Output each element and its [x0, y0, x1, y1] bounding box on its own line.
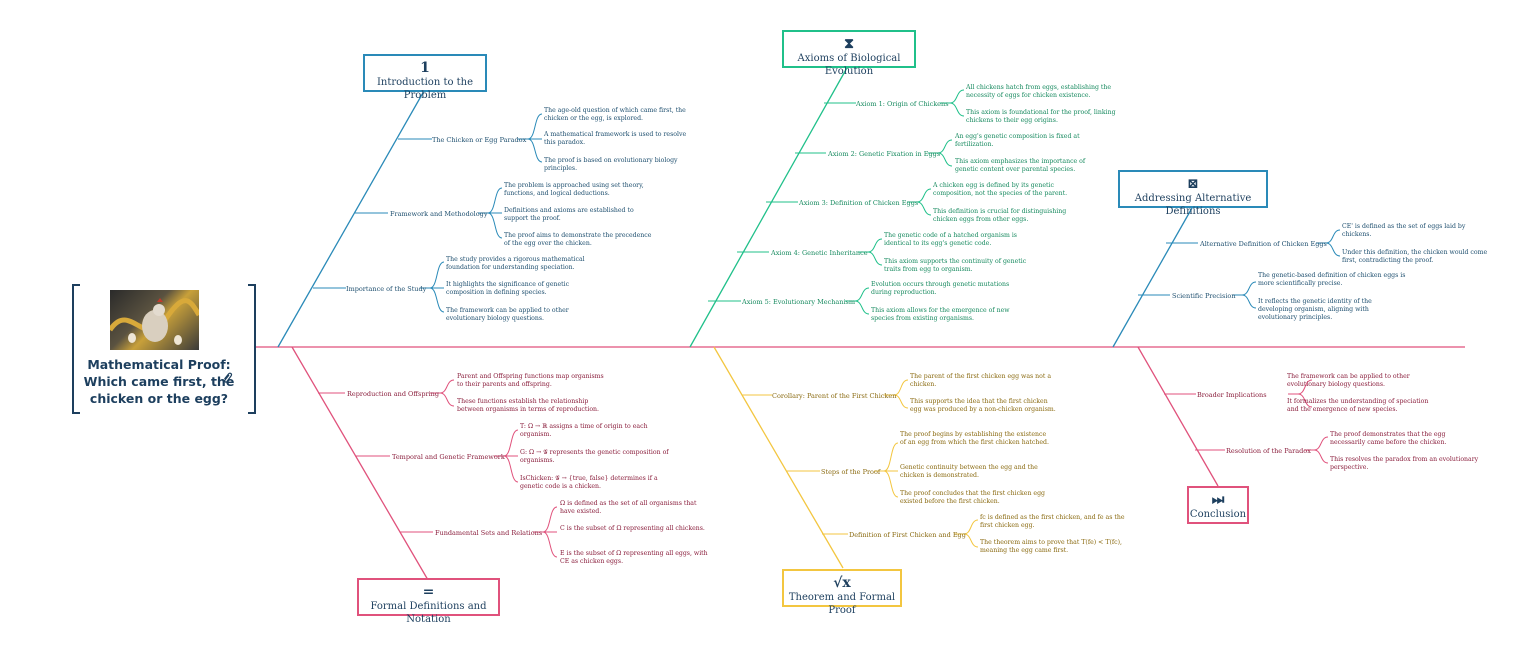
- leaf-theorem-1-2: The proof concludes that the first chick…: [900, 490, 1046, 505]
- square-x-icon: ⊠: [1187, 176, 1199, 192]
- leaf-formal-0-0: Parent and Offspring functions map organ…: [457, 373, 604, 388]
- branch-axioms-4[interactable]: Axiom 5: Evolutionary Mechanism: [742, 298, 856, 306]
- leaf-axioms-3-0: The genetic code of a hatched organism i…: [884, 232, 1017, 247]
- leaf-intro-0-2: The proof is based on evolutionary biolo…: [544, 157, 678, 172]
- topic-formal-label: Formal Definitions and Notation: [370, 601, 487, 625]
- paperclip-icon[interactable]: [222, 372, 233, 388]
- branch-axioms-1[interactable]: Axiom 2: Genetic Fixation in Eggs: [828, 150, 941, 158]
- branch-intro-0[interactable]: The Chicken or Egg Paradox: [432, 136, 527, 144]
- leaf-conclusion-1-1: This resolves the paradox from an evolut…: [1330, 456, 1479, 471]
- leaf-axioms-0-1: This axiom is foundational for the proof…: [966, 109, 1116, 124]
- leaf-axioms-4-1: This axiom allows for the emergence of n…: [871, 307, 1010, 322]
- leaf-intro-0-0: The age-old question of which came first…: [544, 107, 686, 122]
- leaf-alternative-0-0: CE' is defined as the set of eggs laid b…: [1342, 223, 1466, 238]
- leaf-alternative-1-1: It reflects the genetic identity of the …: [1258, 298, 1372, 321]
- central-topic-title[interactable]: Mathematical Proof: Which came first, th…: [80, 356, 238, 407]
- leaf-formal-2-1: C is the subset of Ω representing all ch…: [560, 525, 705, 532]
- branch-alternative-0[interactable]: Alternative Definition of Chicken Eggs: [1200, 240, 1327, 248]
- left-bracket: [72, 284, 80, 414]
- leaf-conclusion-1-0: The proof demonstrates that the egg nece…: [1330, 431, 1447, 446]
- leaf-intro-2-2: The framework can be applied to other ev…: [446, 307, 569, 322]
- leaf-theorem-2-0: fc is defined as the first chicken, and …: [980, 514, 1125, 529]
- number-one-icon: 1: [420, 60, 430, 76]
- skip-next-icon: ⏭: [1211, 492, 1225, 508]
- leaf-axioms-4-0: Evolution occurs through genetic mutatio…: [871, 281, 1010, 296]
- branch-conclusion-1[interactable]: Resolution of the Paradox: [1226, 447, 1311, 455]
- leaf-intro-1-2: The proof aims to demonstrate the preced…: [504, 232, 652, 247]
- leaf-formal-1-2: IsChicken: 𝒢 → {true, false} determines …: [520, 475, 658, 490]
- chicken-egg-image: [110, 290, 199, 350]
- leaf-axioms-2-0: A chicken egg is defined by its genetic …: [933, 182, 1068, 197]
- equals-icon: =: [422, 584, 435, 600]
- leaf-alternative-1-0: The genetic-based definition of chicken …: [1258, 272, 1406, 287]
- leaf-axioms-0-0: All chickens hatch from eggs, establishi…: [966, 84, 1112, 99]
- topic-theorem[interactable]: √x Theorem and Formal Proof: [782, 569, 902, 616]
- leaf-alternative-0-1: Under this definition, the chicken would…: [1342, 249, 1488, 264]
- branch-intro-2[interactable]: Importance of the Study: [346, 285, 427, 293]
- leaf-axioms-1-1: This axiom emphasizes the importance of …: [955, 158, 1086, 173]
- leaf-intro-2-1: It highlights the significance of geneti…: [446, 281, 570, 296]
- leaf-theorem-1-1: Genetic continuity between the egg and t…: [900, 464, 1038, 479]
- leaf-formal-2-2: E is the subset of Ω representing all eg…: [560, 550, 708, 565]
- branch-conclusion-0[interactable]: Broader Implications: [1197, 391, 1267, 399]
- topic-alternative-label: Addressing Alternative Definitions: [1134, 193, 1252, 217]
- leaf-theorem-1-0: The proof begins by establishing the exi…: [900, 431, 1049, 446]
- leaf-intro-2-0: The study provides a rigorous mathematic…: [446, 256, 585, 271]
- topic-theorem-label: Theorem and Formal Proof: [788, 592, 896, 616]
- topic-intro[interactable]: 1 Introduction to the Problem: [363, 54, 487, 101]
- leaf-conclusion-0-1: It formalizes the understanding of speci…: [1287, 398, 1429, 413]
- leaf-conclusion-0-0: The framework can be applied to other ev…: [1287, 373, 1410, 388]
- right-bracket: [248, 284, 256, 414]
- leaf-theorem-0-0: The parent of the first chicken egg was …: [910, 373, 1052, 388]
- branch-theorem-2[interactable]: Definition of First Chicken and Egg: [849, 531, 966, 539]
- branch-axioms-3[interactable]: Axiom 4: Genetic Inheritance: [771, 249, 868, 257]
- leaf-theorem-0-1: This supports the idea that the first ch…: [910, 398, 1056, 413]
- leaf-formal-1-0: T: Ω → ℝ assigns a time of origin to eac…: [520, 423, 648, 438]
- branch-theorem-1[interactable]: Steps of the Proof: [821, 468, 881, 476]
- leaf-intro-1-1: Definitions and axioms are established t…: [504, 207, 634, 222]
- branch-alternative-1[interactable]: Scientific Precision: [1172, 292, 1236, 300]
- leaf-formal-0-1: These functions establish the relationsh…: [457, 398, 600, 413]
- leaf-theorem-2-1: The theorem aims to prove that T(fe) < T…: [980, 539, 1122, 554]
- central-topic-text: Mathematical Proof: Which came first, th…: [83, 357, 235, 406]
- topic-conclusion-label: Conclusion: [1189, 509, 1247, 520]
- branch-formal-0[interactable]: Reproduction and Offspring: [347, 390, 440, 398]
- topic-formal[interactable]: = Formal Definitions and Notation: [357, 578, 500, 625]
- topic-axioms[interactable]: ⧗ Axioms of Biological Evolution: [782, 30, 916, 77]
- branch-formal-2[interactable]: Fundamental Sets and Relations: [435, 529, 543, 537]
- topic-conclusion[interactable]: ⏭ Conclusion: [1187, 486, 1249, 524]
- branch-formal-1[interactable]: Temporal and Genetic Framework: [392, 453, 505, 461]
- branch-theorem-0[interactable]: Corollary: Parent of the First Chicken: [772, 392, 897, 400]
- hourglass-icon: ⧗: [844, 36, 854, 52]
- square-root-icon: √x: [833, 575, 851, 591]
- leaf-formal-1-1: G: Ω → 𝒢 represents the genetic composit…: [520, 449, 669, 464]
- branch-intro-1[interactable]: Framework and Methodology: [390, 210, 488, 218]
- leaf-intro-1-0: The problem is approached using set theo…: [504, 182, 644, 197]
- leaf-intro-0-1: A mathematical framework is used to reso…: [544, 131, 687, 146]
- leaf-formal-2-0: Ω is defined as the set of all organisms…: [560, 500, 697, 515]
- topic-axioms-label: Axioms of Biological Evolution: [797, 53, 901, 77]
- leaf-axioms-2-1: This definition is crucial for distingui…: [933, 208, 1067, 223]
- leaf-axioms-3-1: This axiom supports the continuity of ge…: [884, 258, 1027, 273]
- leaf-axioms-1-0: An egg's genetic composition is fixed at…: [955, 133, 1080, 148]
- branch-axioms-0[interactable]: Axiom 1: Origin of Chickens: [856, 100, 949, 108]
- topic-intro-label: Introduction to the Problem: [376, 77, 474, 101]
- topic-alternative[interactable]: ⊠ Addressing Alternative Definitions: [1118, 170, 1268, 217]
- branch-axioms-2[interactable]: Axiom 3: Definition of Chicken Eggs: [799, 199, 919, 207]
